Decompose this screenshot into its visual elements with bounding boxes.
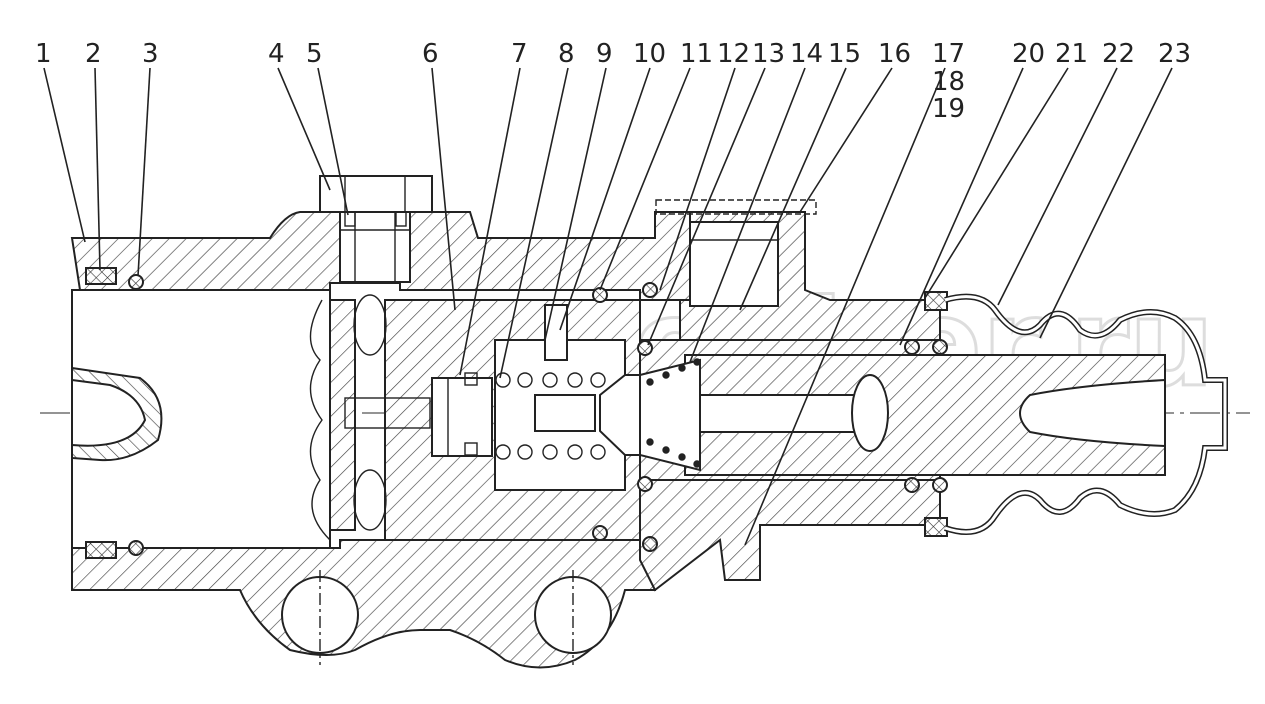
plug-bolt — [319, 175, 433, 283]
callout-8: 8 — [558, 39, 575, 69]
body-lower-wall — [71, 529, 656, 669]
callout-23: 23 — [1158, 39, 1191, 69]
callout-20: 20 — [1012, 39, 1045, 69]
valve-seal — [431, 377, 493, 457]
callout-3: 3 — [142, 39, 159, 69]
callout-17: 17 — [932, 39, 965, 69]
callout-2: 2 — [85, 39, 102, 69]
callout-4: 4 — [268, 39, 285, 69]
callout-11: 11 — [680, 39, 713, 69]
callout-19: 19 — [932, 94, 965, 124]
body-right-housing-lower — [639, 479, 941, 592]
dust-cap — [71, 366, 163, 462]
valve-spring — [495, 372, 606, 460]
callout-10: 10 — [633, 39, 666, 69]
callout-15: 15 — [828, 39, 861, 69]
callout-9: 9 — [596, 39, 613, 69]
cylinder-bore-left — [71, 289, 331, 549]
callout-13: 13 — [752, 39, 785, 69]
callout-7: 7 — [511, 39, 528, 69]
leader-lines — [43, 67, 1173, 546]
callout-22: 22 — [1102, 39, 1135, 69]
return-spring — [639, 358, 701, 472]
reservoir-port — [689, 221, 779, 307]
pushrod-end — [1019, 378, 1166, 448]
callout-6: 6 — [422, 39, 439, 69]
callout-1: 1 — [35, 39, 52, 69]
callout-18: 18 — [932, 67, 965, 97]
callout-16: 16 — [878, 39, 911, 69]
seals — [85, 267, 948, 559]
callout-12: 12 — [717, 39, 750, 69]
callout-21: 21 — [1055, 39, 1088, 69]
callout-14: 14 — [790, 39, 823, 69]
bypass-channel — [344, 397, 431, 429]
callout-5: 5 — [306, 39, 323, 69]
callout-labels: 1 2 3 4 5 6 7 8 9 10 11 12 13 14 15 16 1… — [35, 39, 1191, 124]
valve-stem — [534, 394, 596, 432]
